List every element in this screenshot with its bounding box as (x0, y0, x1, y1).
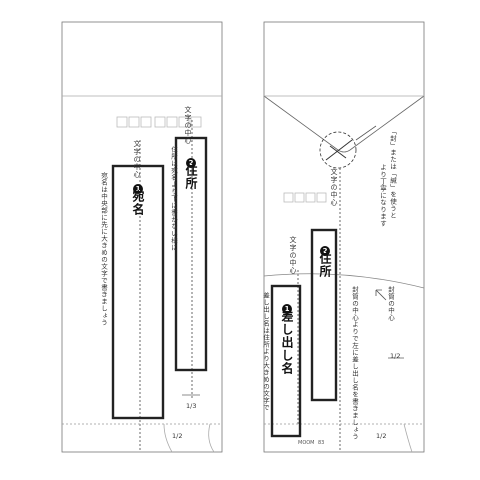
right-postal-boxes (283, 192, 327, 203)
sender-note: 差し出し名は住所より大きめの文字で (261, 292, 270, 411)
seal-note-pointer (355, 125, 377, 141)
right-one-half-bottom: 1/2 (376, 432, 387, 440)
right-address-title: 住所 (318, 252, 332, 278)
right-curve (403, 423, 413, 453)
left-one-half: 1/2 (172, 432, 183, 440)
left-envelope-outline (61, 21, 223, 453)
left-center-label: 文字の中心 (133, 140, 141, 178)
right-address-number: 2 (320, 238, 330, 257)
right-bottom-flap (263, 273, 425, 289)
envelope-center-note: 封筒の中心よりで左に差し出し名を書きましょう (350, 286, 359, 440)
recipient-box (111, 164, 165, 420)
recipient-number: 1 (133, 176, 143, 195)
right-address-box (310, 228, 338, 402)
address-title: 住所 (184, 164, 198, 190)
recipient-note: 宛名は中央部に先に大きめの文字で書きましょう (99, 172, 108, 326)
left-address-center-label: 文字の中心 (184, 106, 192, 144)
brand-label: MOOM (298, 440, 315, 446)
seal-note-line2: より丁寧になります (378, 164, 387, 227)
envelope-center-label: 封筒の中心 (386, 286, 395, 321)
seal-mark-1 (325, 139, 353, 161)
right-center-label-top: 文字の中心 (330, 168, 338, 206)
seal-circle (319, 131, 357, 169)
left-one-third: 1/3 (186, 402, 197, 410)
sender-title: 差し出し名 (280, 310, 294, 375)
center-arrow (375, 289, 387, 301)
address-note: 住所は宛名より下に書かない様に (169, 146, 178, 251)
left-curve-2 (208, 423, 215, 453)
seal-mark-2 (329, 145, 347, 159)
sender-number: 1 (282, 296, 292, 315)
right-envelope (263, 21, 425, 453)
brand-code: 83 (318, 440, 325, 446)
right-center-label: 文字の中心 (289, 236, 297, 274)
right-flap (263, 95, 425, 153)
recipient-title: 宛名 (131, 190, 145, 216)
right-envelope-outline (263, 21, 425, 453)
left-envelope (61, 21, 223, 453)
sender-box (270, 284, 302, 438)
center-arrow-head (375, 289, 382, 296)
seal-note-line1: 「封」または「緘」を使うと (388, 128, 397, 219)
postal-code-boxes (116, 116, 202, 128)
address-number: 2 (186, 150, 196, 169)
left-curve-1 (163, 423, 173, 453)
address-box (174, 136, 208, 372)
right-one-half-top: 1/2 (390, 352, 401, 360)
